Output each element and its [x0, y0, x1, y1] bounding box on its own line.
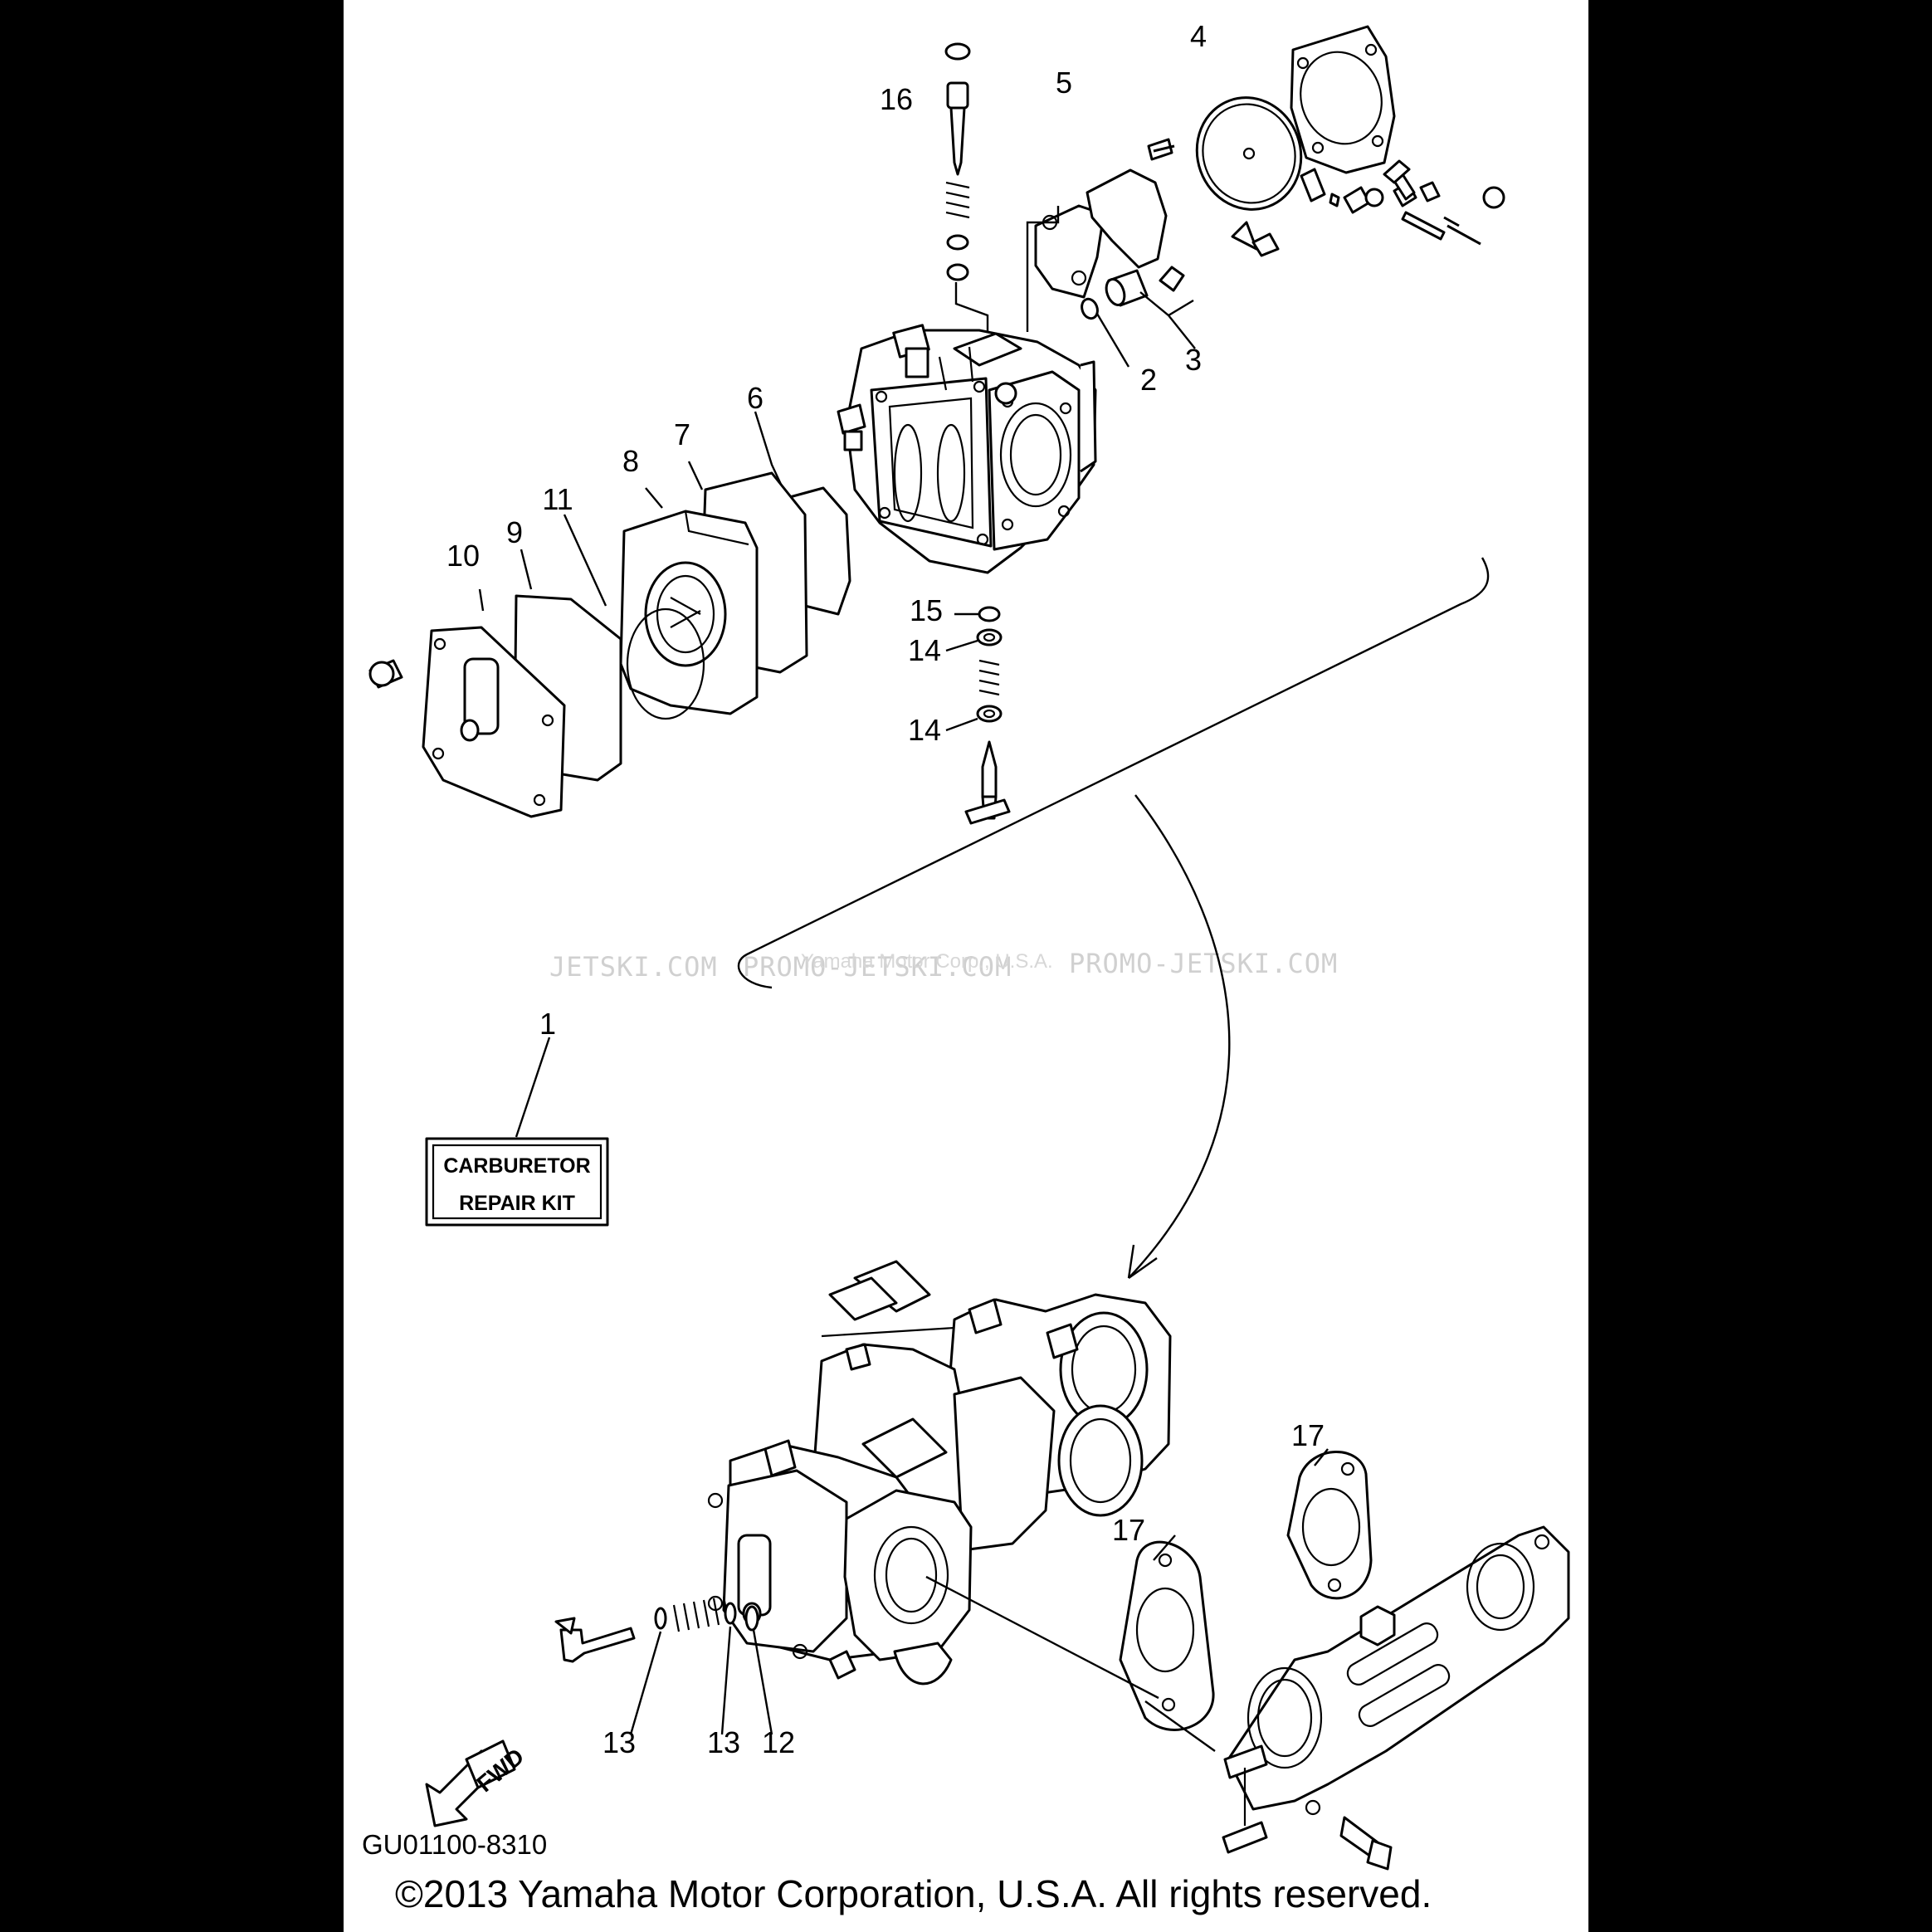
- part-5-gasket-plate: [1026, 168, 1168, 332]
- callout-17b: 17: [1291, 1418, 1325, 1452]
- assembly-arrow-curve: [1128, 794, 1231, 1279]
- part-16-screw-assembly: [944, 42, 989, 349]
- callout-14a: 14: [908, 633, 941, 667]
- callout-15: 15: [910, 593, 943, 627]
- part-17-gasket-a: [1119, 1534, 1215, 1731]
- diagram-code: GU01100-8310: [362, 1829, 547, 1860]
- callout-2: 2: [1140, 363, 1157, 397]
- kit-label-line2: REPAIR KIT: [459, 1192, 575, 1215]
- intake-manifold: [1222, 1525, 1570, 1871]
- callout-8: 8: [622, 444, 639, 478]
- callout-13a: 13: [603, 1725, 636, 1759]
- gasket-alignment-line: [925, 1575, 1216, 1752]
- callout-11: 11: [542, 482, 573, 516]
- watermark-right: PROMO-JETSKI.COM: [1069, 948, 1338, 979]
- part-13-12-idle-screw: [554, 1596, 773, 1735]
- watermark-left: JETSKI.COM: [549, 951, 718, 983]
- part-17-gasket-b: [1286, 1448, 1373, 1600]
- part-2-o-ring: [1081, 297, 1130, 368]
- needle-valve-hardware: [1231, 159, 1505, 257]
- callout-9: 9: [506, 515, 523, 549]
- part-4-diaphragm-and-cover: [1147, 25, 1396, 211]
- callout-3: 3: [1185, 343, 1202, 377]
- part-10-pump-cover: [368, 588, 566, 818]
- callout-13b: 13: [707, 1725, 740, 1759]
- kit-label-line1: CARBURETOR: [443, 1154, 590, 1178]
- callout-1: 1: [539, 1007, 556, 1041]
- watermark-mid: PROMO-JETSKI.COM: [743, 951, 1012, 983]
- callout-6: 6: [747, 381, 764, 415]
- callout-12: 12: [762, 1725, 795, 1759]
- callout-4: 4: [1190, 19, 1207, 53]
- group-bracket-curve: [737, 557, 1490, 989]
- carburetor-repair-kit: CARBURETOR REPAIR KIT: [425, 1037, 609, 1227]
- callout-10: 10: [446, 539, 480, 573]
- part-11-o-ring: [563, 514, 705, 720]
- carburetor-body-top: [837, 324, 1097, 574]
- callout-14b: 14: [908, 713, 941, 747]
- copyright-notice: ©2013 Yamaha Motor Corporation, U.S.A. A…: [395, 1872, 1432, 1915]
- carburetor-assembly-bottom: [707, 1260, 1172, 1686]
- forward-direction-arrow: FWD: [425, 1739, 529, 1827]
- part-3-needle-valve: [1105, 266, 1196, 349]
- callout-5: 5: [1056, 66, 1072, 100]
- watermark-overlay: Yamaha Motor Corp., U.S.A.: [801, 950, 1053, 973]
- part-15-14-jet-stack: [945, 606, 1011, 825]
- callout-7: 7: [674, 417, 690, 451]
- assembly-arrowhead: [1127, 1244, 1158, 1279]
- part-8-pump-body: [619, 487, 759, 715]
- callout-17a: 17: [1112, 1513, 1145, 1547]
- callout-16: 16: [880, 82, 913, 116]
